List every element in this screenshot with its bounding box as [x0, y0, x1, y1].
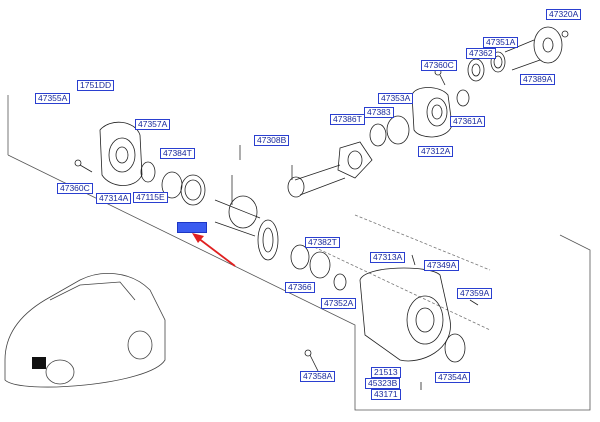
part-label-47361a[interactable]: 47361A — [450, 116, 486, 127]
part-label-21513[interactable]: 21513 — [371, 367, 401, 378]
part-label-47385-highlighted[interactable]: 47385 — [177, 222, 207, 233]
part-label-45323b[interactable]: 45323B — [365, 378, 401, 389]
part-label-47359a[interactable]: 47359A — [457, 288, 493, 299]
part-label-47351a[interactable]: 47351A — [483, 37, 519, 48]
part-label-47352a[interactable]: 47352A — [321, 298, 357, 309]
part-label-47312a[interactable]: 47312A — [418, 146, 454, 157]
part-label-47383[interactable]: 47383 — [364, 107, 394, 118]
highlight-arrow-icon — [192, 233, 236, 267]
part-label-47115e[interactable]: 47115E — [133, 192, 168, 203]
part-label-1751dd[interactable]: 1751DD — [77, 80, 115, 91]
part-label-47358a[interactable]: 47358A — [300, 371, 336, 382]
part-label-47366[interactable]: 47366 — [285, 282, 315, 293]
part-label-47386t[interactable]: 47386T — [330, 114, 365, 125]
part-label-47360c-top[interactable]: 47360C — [421, 60, 457, 71]
part-label-43171[interactable]: 43171 — [371, 389, 401, 400]
part-label-47354a[interactable]: 47354A — [435, 372, 471, 383]
part-label-47362[interactable]: 47362 — [466, 48, 496, 59]
part-label-47382t[interactable]: 47382T — [305, 237, 340, 248]
part-label-47355a[interactable]: 47355A — [35, 93, 71, 104]
part-label-47349a[interactable]: 47349A — [424, 260, 460, 271]
part-label-47389a[interactable]: 47389A — [520, 74, 556, 85]
part-label-47357a[interactable]: 47357A — [135, 119, 171, 130]
part-label-47353a[interactable]: 47353A — [378, 93, 414, 104]
part-label-47360c-left[interactable]: 47360C — [57, 183, 93, 194]
part-label-47384t[interactable]: 47384T — [160, 148, 195, 159]
part-label-47308b[interactable]: 47308B — [254, 135, 290, 146]
part-label-47314a[interactable]: 47314A — [96, 193, 132, 204]
drive-unit-marker-icon — [32, 357, 46, 369]
part-label-47313a[interactable]: 47313A — [370, 252, 406, 263]
part-label-47320a[interactable]: 47320A — [546, 9, 582, 20]
